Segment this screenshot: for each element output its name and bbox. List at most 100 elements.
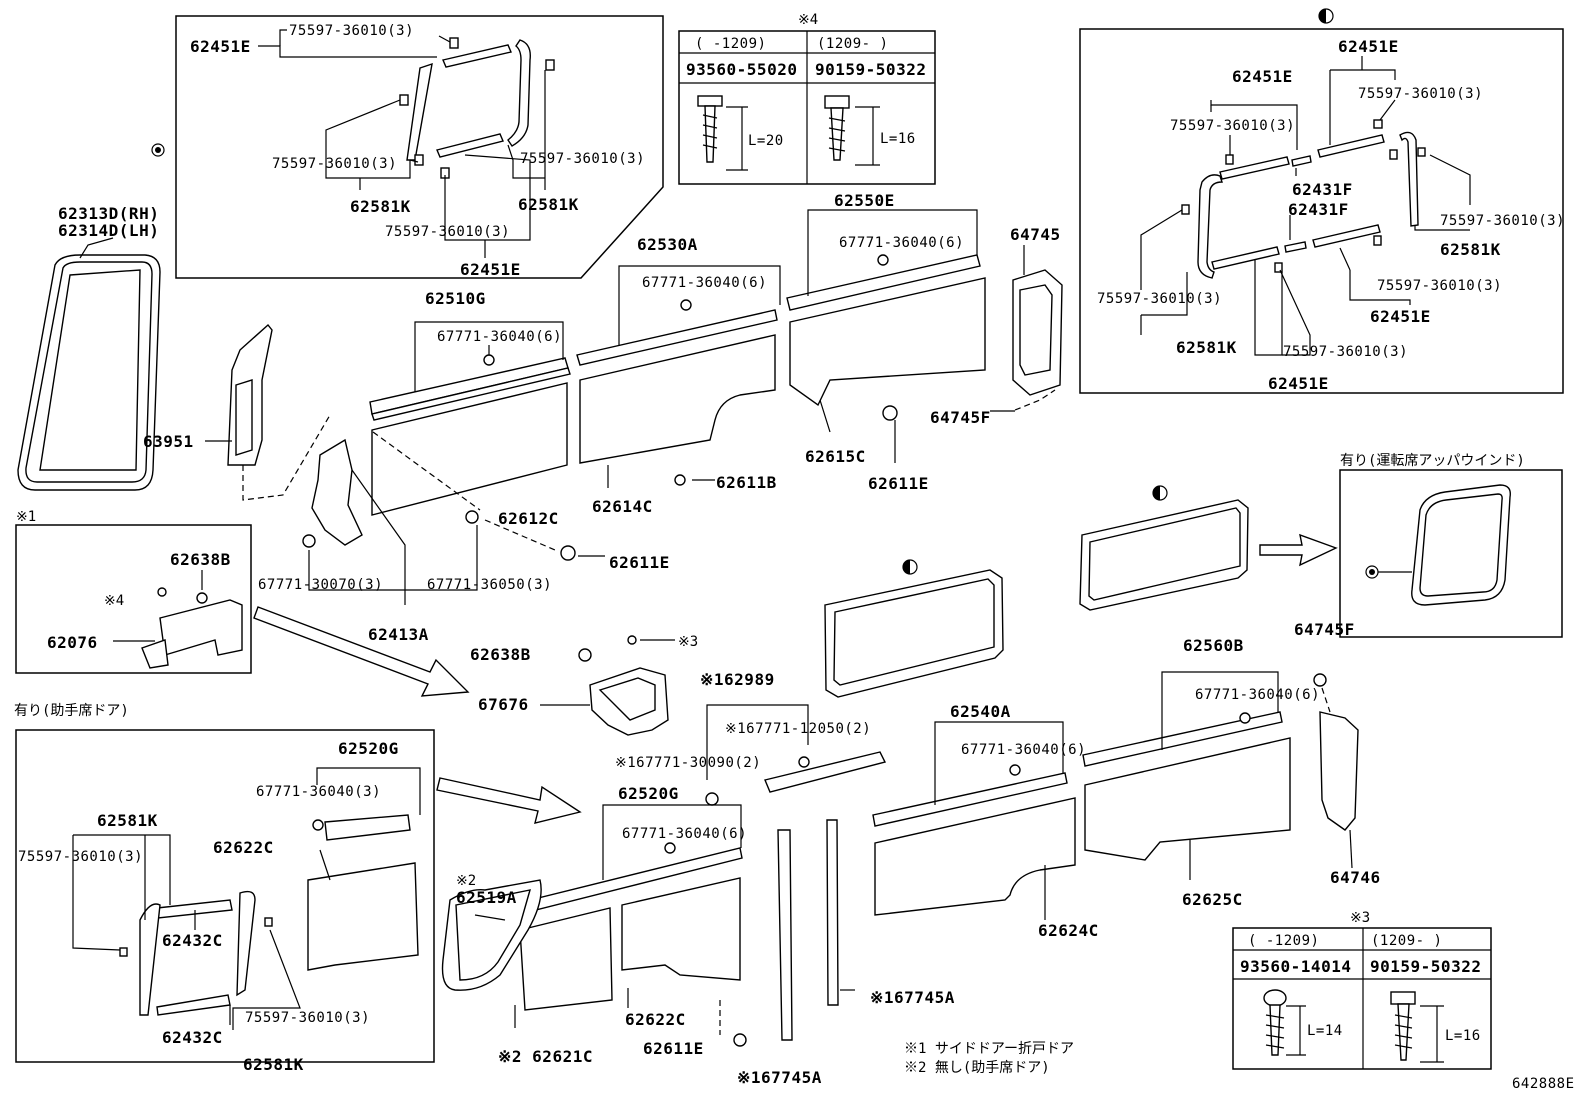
- part-label: 67676: [478, 695, 529, 714]
- table-title: ※3: [1350, 910, 1370, 926]
- part-label: 62431F: [1292, 180, 1353, 199]
- pillar-trim-62413a: [311, 438, 406, 605]
- part-label: 62510G: [425, 289, 486, 308]
- part-label: 62615C: [805, 447, 866, 466]
- window-frame-right: [1079, 485, 1338, 611]
- bracket-67676: [540, 635, 675, 736]
- part-label: 62581K: [350, 197, 411, 216]
- part-label: 75597-36010(3): [520, 151, 645, 167]
- screw-table-4: [678, 30, 936, 185]
- part-label: ※167771-12050(2): [725, 721, 871, 737]
- part-label: 75597-36010(3): [1358, 86, 1483, 102]
- table-range: (1209- ): [817, 36, 888, 52]
- note-label: ※3: [678, 634, 698, 650]
- table-title: ※4: [798, 12, 818, 28]
- part-62989: [705, 704, 887, 806]
- part-label: 75597-36010(3): [245, 1010, 370, 1026]
- part-label: 63951: [143, 432, 194, 451]
- pillar-63951: [205, 323, 331, 501]
- part-label: 67771-36040(6): [839, 235, 964, 251]
- window-glass-62313d: [17, 237, 161, 491]
- part-label: 62520G: [618, 784, 679, 803]
- door-panel-62520g: [441, 804, 747, 1047]
- part-label: 75597-36010(3): [18, 849, 143, 865]
- part-label: 67771-36040(6): [642, 275, 767, 291]
- arrow-to-panel: [436, 777, 582, 824]
- part-label: 62625C: [1182, 890, 1243, 909]
- part-label: 67771-36040(6): [622, 826, 747, 842]
- part-label: 64746: [1330, 868, 1381, 887]
- part-label: 64745F: [930, 408, 991, 427]
- box-title: 有り(運転席アッパウインド): [1340, 453, 1525, 469]
- part-label: ※167745A: [870, 988, 955, 1007]
- vent-64746: [1313, 673, 1359, 869]
- detail-box-passenger: [15, 729, 435, 1063]
- part-label: 75597-36010(3): [1440, 213, 1565, 229]
- table-part: 90159-50322: [1370, 957, 1481, 976]
- part-label: 62451E: [1268, 374, 1329, 393]
- part-label: 62451E: [1338, 37, 1399, 56]
- part-label: 62413A: [368, 625, 429, 644]
- part-label: ※162989: [700, 670, 775, 689]
- table-part: 93560-14014: [1240, 957, 1351, 976]
- screw-icon: [697, 95, 748, 171]
- part-label: 62431F: [1288, 200, 1349, 219]
- part-label: 62550E: [834, 191, 895, 210]
- part-label: 62611E: [609, 553, 670, 572]
- part-label: 62581K: [1440, 240, 1501, 259]
- part-label: 62520G: [338, 739, 399, 758]
- box-title: ※1: [16, 509, 36, 525]
- part-label: 62451E: [1370, 307, 1431, 326]
- part-label: 62612C: [498, 509, 559, 528]
- arrow-to-bracket: [253, 606, 470, 697]
- part-label: 75597-36010(3): [289, 23, 414, 39]
- screw-table-3: [1232, 927, 1492, 1070]
- weatherstrips-67745a: [777, 819, 855, 1041]
- fasteners: [302, 405, 1015, 591]
- footnote-2: ※2 無し(助手席ドア): [904, 1060, 1050, 1076]
- part-label: 62622C: [625, 1010, 686, 1029]
- trim-panel-62550e: [786, 209, 986, 433]
- part-label: 62581K: [97, 811, 158, 830]
- part-label: 62638B: [170, 550, 231, 569]
- figure-id: 642888E: [1512, 1076, 1575, 1092]
- part-label: 64745F: [1294, 620, 1355, 639]
- part-label: 62530A: [637, 235, 698, 254]
- part-label: 67771-30070(3): [258, 577, 383, 593]
- detail-box-top-left: [151, 15, 664, 279]
- part-label: 62451E: [460, 260, 521, 279]
- vent-64745: [1012, 245, 1063, 411]
- note-label: ※2: [456, 873, 476, 889]
- part-label: 62581K: [1176, 338, 1237, 357]
- table-range: ( -1209): [1248, 933, 1319, 949]
- detail-box-top-right: [1079, 8, 1564, 394]
- table-range: ( -1209): [695, 36, 766, 52]
- footnote-1: ※1 サイドドアー折戸ドア: [904, 1041, 1074, 1057]
- detail-box-n1: [15, 524, 252, 674]
- part-label: 75597-36010(3): [1377, 278, 1502, 294]
- table-length: L=16: [880, 131, 916, 147]
- table-range: (1209- ): [1371, 933, 1442, 949]
- part-label: 67771-36050(3): [427, 577, 552, 593]
- table-length: L=14: [1307, 1023, 1343, 1039]
- part-label: 62314D(LH): [58, 221, 159, 240]
- part-label: 62614C: [592, 497, 653, 516]
- part-label: ※167745A: [737, 1068, 822, 1087]
- trim-panel-62540a: [872, 721, 1076, 920]
- trim-panel-62560b: [1082, 671, 1291, 880]
- part-label: 75597-36010(3): [1283, 344, 1408, 360]
- part-label: 62611E: [868, 474, 929, 493]
- part-label: 62540A: [950, 702, 1011, 721]
- part-label: 75597-36010(3): [1097, 291, 1222, 307]
- part-label: 62432C: [162, 931, 223, 950]
- part-label: 62451E: [190, 37, 251, 56]
- screw-icon: [1390, 991, 1444, 1063]
- note-label: ※4: [104, 593, 124, 609]
- trim-panel-62530a: [576, 265, 781, 488]
- part-label: 62611E: [643, 1039, 704, 1058]
- part-label: 62624C: [1038, 921, 1099, 940]
- part-label: 64745: [1010, 225, 1061, 244]
- trim-panel-62510g: [369, 321, 571, 516]
- detail-box-upper-window: [1339, 469, 1563, 638]
